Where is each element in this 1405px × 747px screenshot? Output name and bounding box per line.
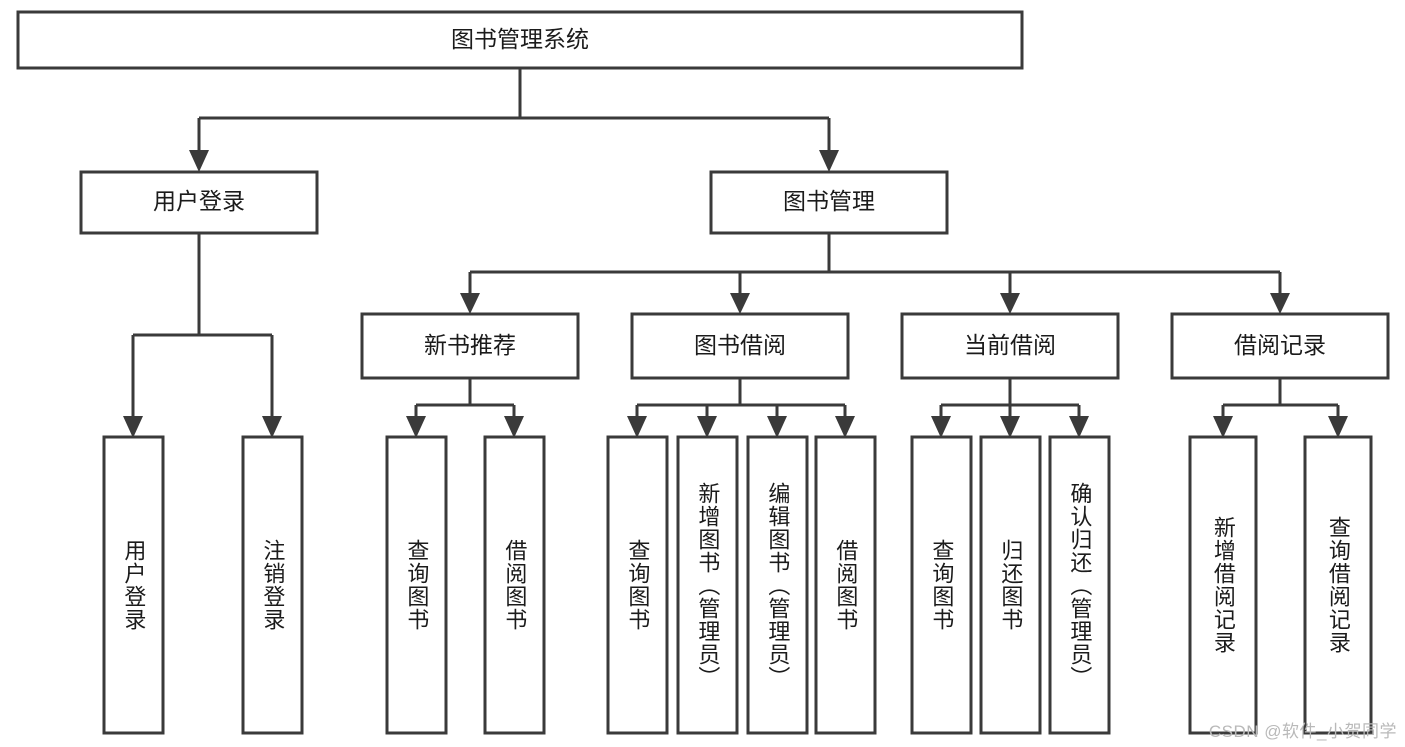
arrowhead-icon [406, 416, 426, 438]
node-book-management[interactable]: 图书管理 [709, 170, 949, 235]
arrowhead-icon [1000, 416, 1020, 438]
node-box[interactable] [630, 312, 850, 380]
connector-root-to-level2 [189, 68, 839, 172]
leaf-box-query-book-recommend[interactable] [385, 435, 448, 735]
node-label: 用户登录 [153, 188, 245, 214]
arrowhead-icon [123, 416, 143, 438]
leaf-box-edit-book[interactable] [746, 435, 809, 735]
node-label: 当前借阅 [964, 332, 1056, 358]
node-label: 图书管理 [783, 188, 875, 214]
leaf-box-borrow-book-recommend[interactable] [483, 435, 546, 735]
arrowhead-icon [627, 416, 647, 438]
node-box[interactable] [709, 170, 949, 235]
arrowhead-icon [460, 293, 480, 314]
node-root-system[interactable]: 图书管理系统 [16, 10, 1024, 70]
node-label: 新书推荐 [424, 332, 516, 358]
connector-user-login-to-leaves [123, 233, 282, 438]
watermark-text: CSDN @软件_小贺同学 [1208, 722, 1397, 741]
arrowhead-icon [819, 150, 839, 172]
arrowhead-icon [931, 416, 951, 438]
leaf-box-logout[interactable] [241, 435, 304, 735]
leaf-box-add-borrow-record[interactable] [1188, 435, 1258, 735]
node-label: 图书借阅 [694, 332, 786, 358]
node-borrow-record[interactable]: 借阅记录 [1170, 312, 1390, 380]
arrowhead-icon [1000, 293, 1020, 314]
leaf-box-query-book-borrow[interactable] [606, 435, 669, 735]
leaf-box-query-book-current[interactable] [910, 435, 973, 735]
arrowhead-icon [697, 416, 717, 438]
arrowhead-icon [835, 416, 855, 438]
connector-borrow-record-to-leaves [1213, 378, 1348, 438]
node-box[interactable] [360, 312, 580, 380]
node-current-borrow[interactable]: 当前借阅 [900, 312, 1120, 380]
leaf-box-confirm-return[interactable] [1048, 435, 1111, 735]
arrowhead-icon [1213, 416, 1233, 438]
arrowhead-icon [1270, 293, 1290, 314]
node-user-login[interactable]: 用户登录 [79, 170, 319, 235]
connector-new-book-to-leaves [406, 378, 524, 438]
leaf-box-borrow-book[interactable] [814, 435, 877, 735]
node-box[interactable] [1170, 312, 1390, 380]
arrowhead-icon [189, 150, 209, 172]
leaf-box-query-borrow-record[interactable] [1303, 435, 1373, 735]
arrowhead-icon [730, 293, 750, 314]
arrowhead-icon [1069, 416, 1089, 438]
arrowhead-icon [262, 416, 282, 438]
leaf-box-user-login[interactable] [102, 435, 165, 735]
arrowhead-icon [504, 416, 524, 438]
connector-book-borrow-to-leaves [627, 378, 855, 438]
leaf-box-return-book[interactable] [979, 435, 1042, 735]
connector-book-manage-to-level3 [460, 233, 1290, 314]
arrowhead-icon [1328, 416, 1348, 438]
node-label: 图书管理系统 [451, 26, 589, 52]
node-label: 借阅记录 [1234, 332, 1326, 358]
arrowhead-icon [767, 416, 787, 438]
leaf-box-add-book[interactable] [676, 435, 739, 735]
node-box[interactable] [79, 170, 319, 235]
node-box[interactable] [900, 312, 1120, 380]
node-new-book-recommend[interactable]: 新书推荐 [360, 312, 580, 380]
connector-current-borrow-to-leaves [931, 378, 1089, 438]
node-book-borrow[interactable]: 图书借阅 [630, 312, 850, 380]
node-box[interactable] [16, 10, 1024, 70]
